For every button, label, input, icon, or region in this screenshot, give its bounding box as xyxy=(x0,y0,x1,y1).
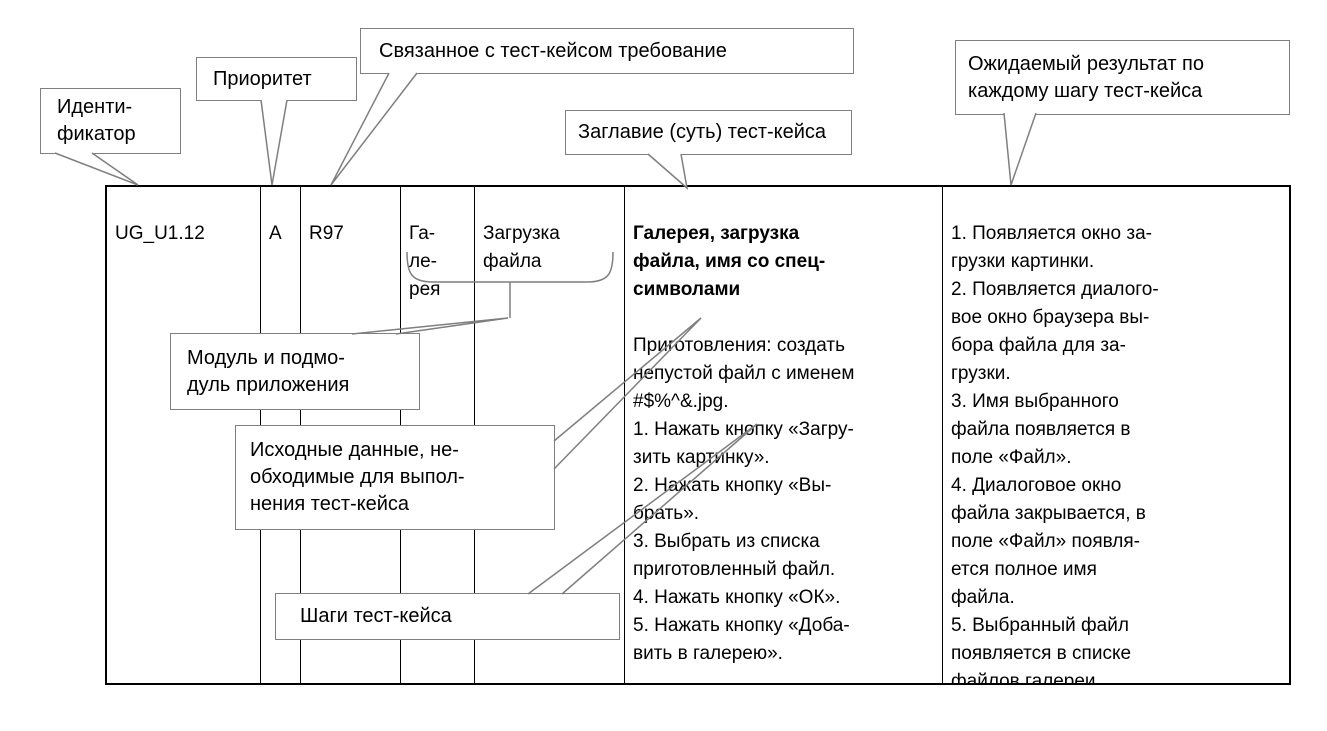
callout-tail-expected xyxy=(1003,112,1037,186)
callout-identifier: Иденти- фикатор xyxy=(40,88,181,154)
callout-input-data-label: Исходные данные, не- обходимые для выпол… xyxy=(250,439,465,515)
callout-priority: Приоритет xyxy=(196,57,357,101)
callout-requirement-label: Связанное с тест-кейсом требование xyxy=(379,39,727,62)
cell-steps: Галерея, загрузка файла, имя со спец- си… xyxy=(625,187,943,683)
test-case-expected: 1. Появляется окно за- грузки картинки. … xyxy=(951,223,1159,683)
callout-input-data: Исходные данные, не- обходимые для выпол… xyxy=(235,425,555,530)
callout-tail-priority xyxy=(260,99,288,186)
test-case-module: Га- ле- рея xyxy=(409,223,441,300)
test-case-priority: A xyxy=(269,223,282,244)
test-case-id: UG_U1.12 xyxy=(115,223,205,244)
callout-steps-label: Шаги тест-кейса xyxy=(300,605,452,627)
test-case-requirement: R97 xyxy=(309,223,344,244)
callout-title: Заглавие (суть) тест-кейса xyxy=(565,110,852,155)
callout-tail-title xyxy=(647,153,689,190)
test-case-submodule: Загрузка файла xyxy=(483,223,560,272)
callout-priority-label: Приоритет xyxy=(213,67,312,90)
callout-expected-result: Ожидаемый результат по каждому шагу тест… xyxy=(955,40,1290,115)
callout-module-label: Модуль и подмо- дуль приложения xyxy=(187,346,350,396)
callout-steps: Шаги тест-кейса xyxy=(275,593,620,640)
test-case-title: Галерея, загрузка файла, имя со спец- си… xyxy=(633,223,826,300)
callout-module: Модуль и подмо- дуль приложения xyxy=(170,333,420,410)
callout-expected-label: Ожидаемый результат по каждому шагу тест… xyxy=(968,52,1205,102)
cell-expected-result: 1. Появляется окно за- грузки картинки. … xyxy=(943,187,1289,683)
callout-identifier-label: Иденти- фикатор xyxy=(57,96,136,145)
test-case-body: Приготовления: создать непустой файл с и… xyxy=(633,335,855,664)
callout-tail-identifier xyxy=(54,152,139,186)
callout-requirement: Связанное с тест-кейсом требование xyxy=(360,28,854,74)
callout-title-label: Заглавие (суть) тест-кейса xyxy=(578,121,827,143)
